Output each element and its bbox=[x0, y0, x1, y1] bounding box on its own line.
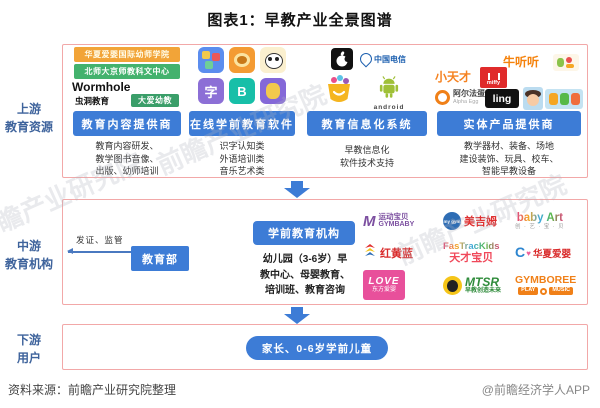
label-physical-products: 实体产品提供商 bbox=[437, 111, 581, 136]
logo-xiaotiancai: 小天才 bbox=[435, 70, 472, 84]
logo-alpha-egg: 阿尔法蛋 Alpha Egg bbox=[435, 89, 485, 105]
column-content-providers: 华夏爱婴国际幼师学院 北师大京师教科文中心 Wormhole 虫洞教育 大爱幼教… bbox=[69, 45, 185, 177]
side-label-downstream: 下游 用户 bbox=[16, 333, 41, 365]
logo-fastrackids: FasTracKids 天才宝贝 bbox=[443, 240, 500, 264]
android-wordmark: android bbox=[373, 104, 405, 111]
desc-content-providers: 教育内容研发、 教学图书音像、 出版、幼师培训 bbox=[95, 141, 159, 177]
zi-character-app-icon: 字 bbox=[198, 78, 224, 104]
logo-honghuanglan: 红黄蓝 bbox=[363, 237, 443, 269]
lion-app-icon bbox=[229, 47, 255, 73]
down-arrow-upstream-to-midstream bbox=[284, 181, 310, 198]
miffy-rabbit-icon bbox=[487, 72, 500, 80]
huaxia-heart-icon: C ♥ bbox=[515, 243, 531, 260]
desc-physical-products: 教学器材、装备、场地 建设装饰、玩具、校车、 智能早教设备 bbox=[459, 141, 559, 177]
institution-logo-grid: M 运动宝贝 GYMBABY my gym 美吉姆 baby Art 创 · 艺… bbox=[363, 205, 585, 301]
dino-app-icon bbox=[260, 78, 286, 104]
logo-daai-preschool: 大爱幼教 bbox=[131, 94, 179, 107]
tiles-app-icon bbox=[198, 47, 224, 73]
telecom-icon bbox=[357, 50, 375, 68]
app-icon-grid: 字 B bbox=[198, 47, 286, 109]
desc-online-software: 识字认知类 外语培训类 音乐艺术类 bbox=[219, 141, 265, 177]
logo-chip-girl bbox=[523, 87, 543, 110]
logo-bnu-center: 北师大京师教科文中心 bbox=[74, 64, 180, 79]
column-physical-products: 牛听听 小天才 miffy 阿尔法蛋 Alpha Egg ling bbox=[433, 45, 585, 177]
label-info-systems: 教育信息化系统 bbox=[307, 111, 427, 136]
logo-baby-art: baby Art 创 · 艺 · 宝 · 贝 bbox=[515, 211, 565, 230]
babybus-app-icon: B bbox=[229, 78, 255, 104]
logo-ling: ling bbox=[485, 89, 519, 108]
rhb-chevron-icon bbox=[363, 243, 377, 263]
ministry-of-education-box: 教育部 bbox=[131, 246, 189, 271]
midstream-box: 发证、监管 教育部 学前教育机构 幼儿园（3-6岁）早 教中心、母婴教育、 培训… bbox=[62, 199, 588, 305]
panda-app-icon bbox=[260, 47, 286, 73]
label-online-software: 在线学前教育软件 bbox=[189, 111, 295, 136]
desc-info-systems: 早教信息化 软件技术支持 bbox=[339, 145, 394, 168]
logo-miffy: miffy bbox=[480, 67, 507, 88]
logo-wormhole: Wormhole bbox=[72, 80, 131, 94]
logo-wormhole-cn: 虫洞教育 bbox=[75, 96, 110, 106]
android-logo: android bbox=[369, 73, 409, 111]
label-content-providers: 教育内容提供商 bbox=[73, 111, 181, 136]
users-pill: 家长、0-6岁学前儿童 bbox=[246, 336, 388, 360]
logo-mygym-meijimu: my gym 美吉姆 bbox=[443, 205, 515, 237]
china-telecom-logo: 中国电信 bbox=[357, 50, 406, 68]
logo-chip-colorful bbox=[545, 89, 583, 109]
logo-mtsr: MTSR 早教创造未来 bbox=[443, 269, 515, 301]
mtsr-face-icon bbox=[443, 275, 462, 295]
gymbaby-icon: M bbox=[363, 212, 376, 230]
gymboree-ball-icon bbox=[540, 287, 548, 295]
logo-dongfang-aiying: LOVE 东方爱婴 bbox=[363, 269, 443, 301]
down-arrow-midstream-to-downstream bbox=[284, 307, 310, 324]
regulator-arrow-label: 发证、监管 bbox=[76, 235, 124, 245]
logo-niutingting: 牛听听 bbox=[503, 55, 540, 69]
left-arrow-icon bbox=[67, 248, 148, 254]
apple-icon bbox=[331, 48, 353, 70]
logo-gymboree: GYMBOREE PLAY MUSIC bbox=[515, 274, 577, 295]
logo-gymbaby: M 运动宝贝 GYMBABY bbox=[363, 212, 415, 230]
credit-note: @前瞻经济学人APP bbox=[481, 383, 590, 397]
side-label-upstream: 上游 教育资源 bbox=[4, 102, 53, 134]
logo-chip-small bbox=[553, 54, 579, 71]
label-preschool-institutions: 学前教育机构 bbox=[253, 221, 355, 245]
column-info-systems: 中国电信 bbox=[303, 45, 431, 177]
desc-preschool-institutions: 幼儿园（3-6岁）早 教中心、母婴教育、 培训班、教育咨询 bbox=[260, 254, 350, 296]
alpha-egg-icon bbox=[435, 90, 450, 105]
logo-huaxia-aiying: C ♥ 华夏爱婴 bbox=[515, 243, 572, 261]
side-label-midstream: 中游 教育机构 bbox=[4, 239, 53, 271]
upstream-box: 华夏爱婴国际幼师学院 北师大京师教科文中心 Wormhole 虫洞教育 大爱幼教… bbox=[62, 44, 588, 178]
mygym-circle-icon: my gym bbox=[443, 212, 461, 230]
page-title: 图表1：早教产业全景图谱 bbox=[207, 12, 393, 29]
appstore-bag-icon bbox=[323, 73, 355, 110]
source-note: 资料来源：前瞻产业研究院整理 bbox=[8, 383, 177, 397]
logo-huaxia-academy: 华夏爱婴国际幼师学院 bbox=[74, 47, 180, 62]
column-online-software: 字 B 在线学前教育软件 识字认知类 外语培训类 音乐艺术类 bbox=[185, 45, 299, 177]
